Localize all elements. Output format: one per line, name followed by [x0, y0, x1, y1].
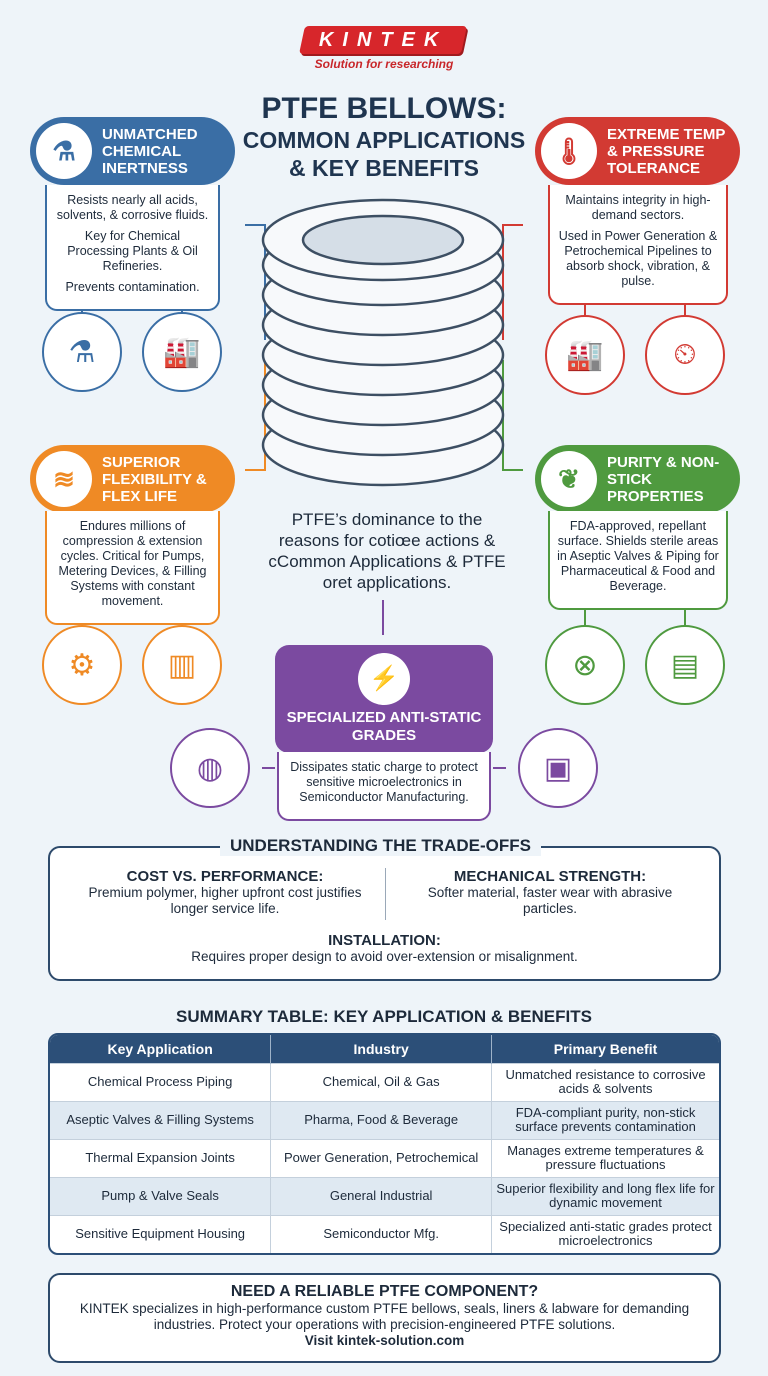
- table-cell: Power Generation, Petrochemical: [270, 1138, 493, 1177]
- cleanroom-machine-icon: ▣: [518, 728, 598, 808]
- card-body: Endures millions of compression & extens…: [45, 511, 220, 625]
- table-cell: Pharma, Food & Beverage: [270, 1100, 493, 1139]
- divider: [385, 868, 386, 920]
- table-cell: Unmatched resistance to corrosive acids …: [491, 1062, 719, 1101]
- footer-cta-box: NEED A RELIABLE PTFE COMPONENT? KINTEK s…: [48, 1273, 721, 1363]
- summary-title: SUMMARY TABLE: KEY APPLICATION & BENEFIT…: [176, 1007, 592, 1026]
- arrow-orange: [245, 360, 266, 471]
- pipeline-gauge-icon: ⏲: [645, 315, 725, 395]
- page-title: PTFE BELLOWS: COMMON APPLICATIONS & KEY …: [242, 92, 526, 181]
- card-header: ⚗UNMATCHED CHEMICAL INERTNESS: [30, 117, 235, 185]
- tradeoff-heading: MECHANICAL STRENGTH:: [453, 868, 647, 885]
- filling-machine-icon: ▥: [142, 625, 222, 705]
- table-cell: General Industrial: [270, 1176, 493, 1215]
- pump-icon: ⚙: [42, 625, 122, 705]
- table-cell: Semiconductor Mfg.: [270, 1214, 493, 1253]
- card-text: Resists nearly all acids, solvents, & co…: [56, 193, 209, 222]
- tradeoff-heading: COST VS. PERFORMANCE:: [126, 868, 324, 885]
- arrow-green: [502, 360, 523, 471]
- center-description: PTFE’s dominance to the reasons for coti…: [268, 510, 506, 592]
- table-cell: Aseptic Valves & Filling Systems: [50, 1100, 272, 1139]
- card-text: Used in Power Generation & Petrochemical…: [558, 229, 718, 288]
- arrow-red: [502, 224, 523, 340]
- card-header: ❦PURITY & NON-STICK PROPERTIES: [535, 445, 740, 513]
- food-conveyor-icon: ▤: [645, 625, 725, 705]
- table-cell: Chemical, Oil & Gas: [270, 1062, 493, 1101]
- tradeoff-heading: INSTALLATION:: [328, 932, 441, 949]
- table-cell: Manages extreme temperatures & pressure …: [491, 1138, 719, 1177]
- table-cell: Thermal Expansion Joints: [50, 1138, 272, 1177]
- power-plant-icon: 🏭: [545, 315, 625, 395]
- table-cell: FDA-compliant purity, non-stick surface …: [491, 1100, 719, 1139]
- card-text: Maintains integrity in high-demand secto…: [565, 193, 711, 222]
- card-text: Endures millions of compression & extens…: [58, 519, 207, 608]
- logo-tagline: Solution for researching: [314, 57, 454, 71]
- flask-gear-icon: ⚗: [36, 123, 92, 179]
- card-text: Key for Chemical Processing Plants & Oil…: [67, 229, 198, 273]
- card-text: Dissipates static charge to protect sens…: [290, 760, 478, 804]
- footer-link[interactable]: Visit kintek-solution.com: [304, 1333, 465, 1348]
- card-body: Dissipates static charge to protect sens…: [277, 752, 491, 821]
- tradeoff-text: Premium polymer, higher upfront cost jus…: [88, 885, 362, 916]
- oil-refinery-icon: 🏭: [142, 312, 222, 392]
- tradeoffs-box: UNDERSTANDING THE TRADE-OFFS COST VS. PE…: [48, 836, 721, 981]
- ptfe-bellows-illustration: [261, 198, 505, 487]
- chip-icon: ⚡: [358, 653, 410, 705]
- card-header: 🌡EXTREME TEMP & PRESSURE TOLERANCE: [535, 117, 740, 185]
- tradeoff-text: Softer material, faster wear with abrasi…: [427, 885, 673, 916]
- card-text: Prevents contamination.: [65, 280, 200, 294]
- table-header: Industry: [270, 1035, 493, 1063]
- table-header: Key Application: [50, 1035, 272, 1063]
- card-header: ≋SUPERIOR FLEXIBILITY & FLEX LIFE: [30, 445, 235, 513]
- table-cell: Superior flexibility and long flex life …: [491, 1176, 719, 1215]
- footer-heading: NEED A RELIABLE PTFE COMPONENT?: [230, 1283, 539, 1300]
- footer-text: KINTEK specializes in high-performance c…: [79, 1301, 690, 1332]
- spring-icon: ≋: [36, 451, 92, 507]
- card-body: FDA-approved, repellant surface. Shields…: [548, 511, 728, 610]
- card-text: FDA-approved, repellant surface. Shields…: [557, 519, 719, 593]
- chemical-reactor-icon: ⚗: [42, 312, 122, 392]
- tradeoffs-title: UNDERSTANDING THE TRADE-OFFS: [220, 836, 541, 856]
- silicon-wafer-icon: ◍: [170, 728, 250, 808]
- table-cell: Pump & Valve Seals: [50, 1176, 272, 1215]
- table-header: Primary Benefit: [491, 1035, 719, 1063]
- card-body: Maintains integrity in high-demand secto…: [548, 185, 728, 305]
- tradeoff-text: Requires proper design to avoid over-ext…: [191, 949, 578, 964]
- thermometer-icon: 🌡: [541, 123, 597, 179]
- table-cell: Specialized anti-static grades protect m…: [491, 1214, 719, 1253]
- leaf-drop-icon: ❦: [541, 451, 597, 507]
- card-header: ⚡SPECIALIZED ANTI-STATIC GRADES: [275, 645, 493, 753]
- table-cell: Chemical Process Piping: [50, 1062, 272, 1101]
- table-cell: Sensitive Equipment Housing: [50, 1214, 272, 1253]
- valve-icon: ⊗: [545, 625, 625, 705]
- card-body: Resists nearly all acids, solvents, & co…: [45, 185, 220, 311]
